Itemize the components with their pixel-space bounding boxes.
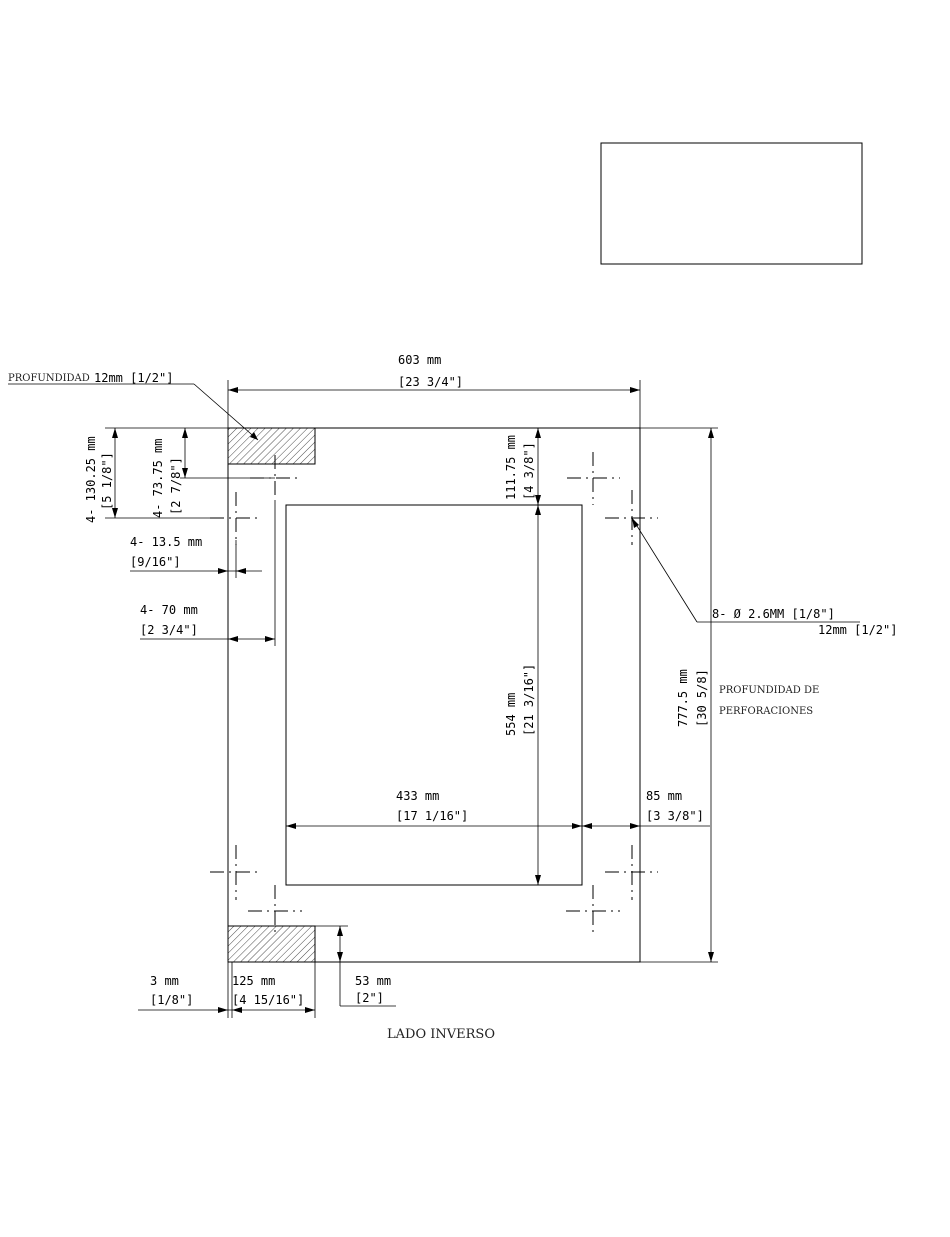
dimension-53: 53 mm [2"] (315, 925, 396, 1007)
d85-mm-label: 85 mm (646, 789, 682, 803)
d130-in-label: [5 1/8"] (100, 452, 114, 510)
holes-depth-label: 12mm [1/2"] (818, 623, 897, 637)
d3-in-label: [1/8"] (150, 993, 193, 1007)
hole-center-mark (605, 490, 658, 545)
d433-mm-label: 433 mm (396, 789, 439, 803)
d777-in-label: [30 5/8] (695, 669, 709, 727)
perforaciones-label-2: PERFORACIONES (719, 706, 813, 717)
panel-outline (227, 427, 641, 963)
d70-in-label: [2 3/4"] (140, 623, 198, 637)
width-mm-label: 603 mm (398, 353, 441, 367)
dimension-125: 125 mm [4 15/16"] (232, 962, 316, 1018)
hole-center-mark (567, 452, 620, 505)
hole-center-mark (248, 885, 302, 937)
d73-mm-label: 4- 73.75 mm (151, 439, 165, 518)
dimension-3: 3 mm [1/8"] (138, 962, 233, 1018)
holes-mm-label: 8- Ø 2.6MM [1/8"] (712, 607, 835, 621)
dimension-433: 433 mm [17 1/16"] (286, 789, 582, 829)
hatched-pocket-top (227, 427, 316, 465)
d111-in-label: [4 3/8"] (522, 442, 536, 500)
d13-in-label: [9/16"] (130, 555, 181, 569)
profundidad-value: 12mm [1/2"] (94, 371, 173, 385)
d3-mm-label: 3 mm (150, 974, 179, 988)
d554-mm-label: 554 mm (504, 693, 518, 736)
hole-center-mark (566, 885, 620, 937)
d73-in-label: [2 7/8"] (169, 457, 183, 515)
perforaciones-label-1: PROFUNDIDAD DE (719, 685, 819, 696)
profundidad-label: PROFUNDIDAD (8, 373, 90, 384)
hatched-pocket-bottom (227, 925, 316, 963)
d554-in-label: [21 3/16"] (522, 664, 536, 736)
inner-cutout (285, 504, 583, 886)
d130-mm-label: 4- 130.25 mm (84, 436, 98, 523)
d70-mm-label: 4- 70 mm (140, 603, 198, 617)
hole-center-mark (210, 845, 262, 900)
d125-mm-label: 125 mm (232, 974, 275, 988)
dimension-width: 603 mm [23 3/4"] (227, 353, 641, 428)
d433-in-label: [17 1/16"] (396, 809, 468, 823)
width-in-label: [23 3/4"] (398, 375, 463, 389)
d111-mm-label: 111.75 mm (504, 435, 518, 500)
hole-center-mark (605, 845, 658, 900)
dimension-73: 4- 73.75 mm [2 7/8"] (151, 428, 275, 518)
hole-markers (210, 452, 658, 937)
view-caption: LADO INVERSO (387, 1027, 495, 1042)
d125-in-label: [4 15/16"] (232, 993, 304, 1007)
dimension-85: 85 mm [3 3/8"] (582, 789, 710, 829)
dimension-130: 4- 130.25 mm [5 1/8"] (84, 427, 228, 523)
dimension-13: 4- 13.5 mm [9/16"] (130, 518, 262, 578)
depth-leader: PROFUNDIDAD 12mm [1/2"] (8, 371, 259, 441)
d777-mm-label: 777.5 mm (676, 669, 690, 727)
dimension-777: 777.5 mm [30 5/8] PROFUNDIDAD DE PERFORA… (640, 427, 819, 963)
hole-center-mark (210, 492, 262, 545)
title-box (600, 142, 863, 265)
holes-leader: 8- Ø 2.6MM [1/8"] 12mm [1/2"] (631, 517, 897, 637)
dimension-554: 554 mm [21 3/16"] (504, 505, 541, 885)
d53-mm-label: 53 mm (355, 974, 391, 988)
d85-in-label: [3 3/8"] (646, 809, 704, 823)
dimension-111: 111.75 mm [4 3/8"] (504, 428, 541, 505)
dimension-70: 4- 70 mm [2 3/4"] (140, 500, 276, 646)
d53-in-label: [2"] (355, 991, 384, 1005)
d13-mm-label: 4- 13.5 mm (130, 535, 202, 549)
